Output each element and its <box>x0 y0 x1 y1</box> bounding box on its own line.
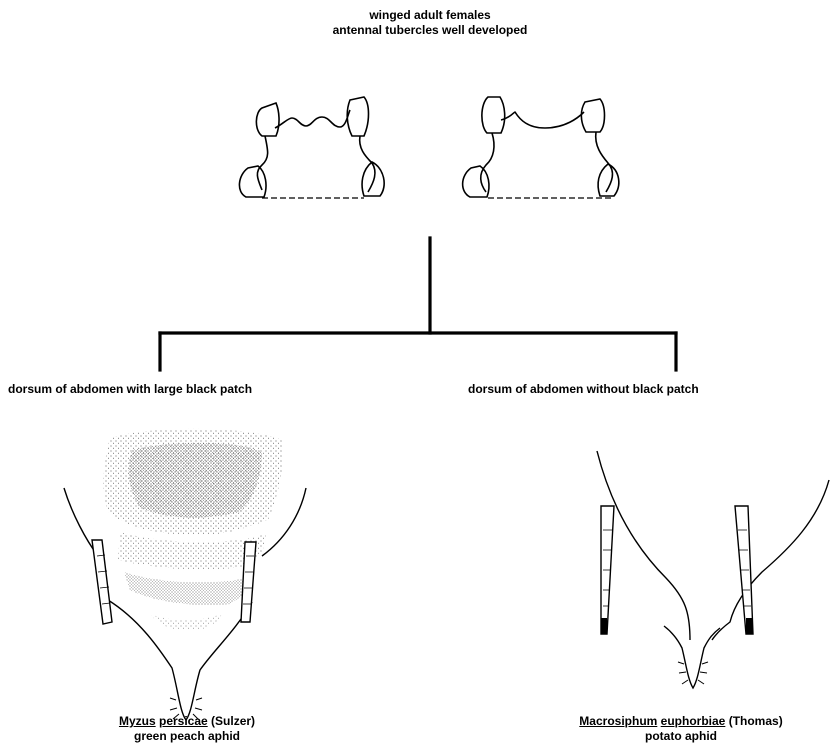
head-drawing-macrosiphum <box>463 97 619 198</box>
branch-right-text: dorsum of abdomen without black patch <box>468 382 699 397</box>
species-epithet: persicae <box>159 714 208 728</box>
species-author: (Thomas) <box>729 714 783 728</box>
species-author: (Sulzer) <box>211 714 255 728</box>
common-name-myzus: green peach aphid <box>134 729 240 744</box>
species-name-myzus: Myzus persicae (Sulzer) <box>119 714 255 729</box>
abdomen-drawing-myzus <box>64 429 306 720</box>
common-name-macrosiphum: potato aphid <box>645 729 717 744</box>
branch-left-text: dorsum of abdomen with large black patch <box>8 382 252 397</box>
head-drawing-myzus <box>239 97 384 198</box>
abdomen-drawing-macrosiphum <box>597 451 829 688</box>
genus-name: Macrosiphum <box>579 714 657 728</box>
species-epithet: euphorbiae <box>661 714 726 728</box>
species-name-macrosiphum: Macrosiphum euphorbiae (Thomas) <box>579 714 782 729</box>
key-branch-lines <box>160 238 676 370</box>
genus-name: Myzus <box>119 714 156 728</box>
